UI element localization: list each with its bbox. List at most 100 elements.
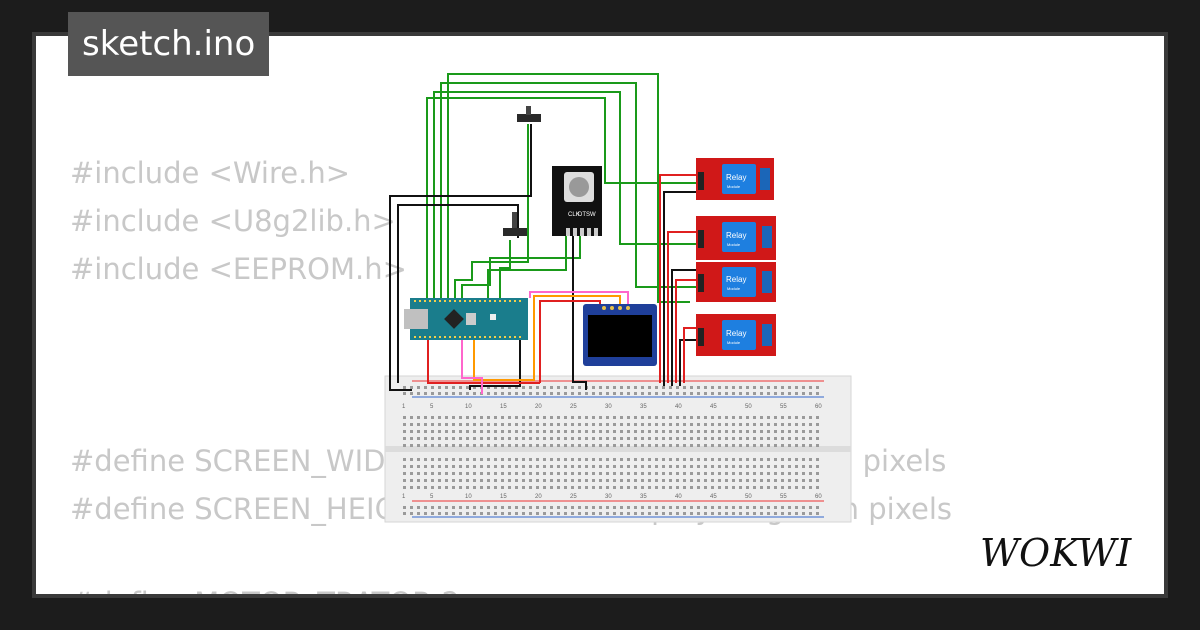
breadboard-hole [781,506,784,509]
breadboard-hole [473,506,476,509]
breadboard-hole [431,437,434,440]
breadboard-hole [662,465,665,468]
relay-module-1[interactable]: Relay Module [696,158,774,200]
breadboard-hole [697,430,700,433]
breadboard-hole [781,430,784,433]
breadboard-hole [711,437,714,440]
breadboard-hole [466,486,469,489]
breadboard-hole [592,386,595,389]
breadboard-hole [494,506,497,509]
arduino-nano[interactable] [404,298,528,340]
breadboard-hole [739,512,742,515]
breadboard-hole [816,458,819,461]
breadboard-hole [711,416,714,419]
breadboard-hole [753,479,756,482]
breadboard-hole [781,444,784,447]
breadboard-hole [711,430,714,433]
breadboard-hole [606,437,609,440]
breadboard-hole [809,423,812,426]
breadboard-hole [802,479,805,482]
slide-switch-body [517,114,541,122]
breadboard-hole [627,392,630,395]
relay-label: Relay [726,173,746,182]
encoder-knob-icon[interactable] [569,177,589,197]
breadboard-hole [564,444,567,447]
breadboard-hole [809,392,812,395]
breadboard-hole [669,472,672,475]
breadboard-hole [550,472,553,475]
breadboard-hole [760,472,763,475]
breadboard-hole [606,386,609,389]
bb-col-40: 40 [675,404,682,410]
breadboard-hole [704,458,707,461]
breadboard-hole [431,486,434,489]
rotary-encoder[interactable]: CLK DT SW [552,166,602,236]
breadboard-hole [697,386,700,389]
breadboard-hole [585,479,588,482]
breadboard-hole [459,458,462,461]
relay-module-2[interactable]: Relay Module [696,216,776,260]
breadboard-hole [515,506,518,509]
breadboard-hole [417,444,420,447]
breadboard-hole [760,512,763,515]
slide-switch[interactable] [517,106,541,122]
breadboard-hole [746,416,749,419]
wire-pink [529,291,629,306]
relay-terminal [760,168,770,190]
bb-col-40-b: 40 [675,494,682,500]
breadboard-hole [704,444,707,447]
breadboard-hole [487,430,490,433]
oled-display[interactable] [583,304,657,366]
breadboard-hole [732,506,735,509]
breadboard-hole [816,437,819,440]
breadboard-hole [599,392,602,395]
relay-terminal [762,226,772,248]
breadboard-hole [431,416,434,419]
breadboard-hole [536,465,539,468]
relay-module-4[interactable]: Relay Module [696,314,776,356]
breadboard-hole [550,486,553,489]
breadboard-hole [508,430,511,433]
slide-switch-2[interactable] [503,212,527,236]
breadboard-hole [452,416,455,419]
breadboard-hole [550,416,553,419]
breadboard-hole [690,423,693,426]
breadboard-hole [662,392,665,395]
breadboard-hole [613,465,616,468]
breadboard-hole [522,506,525,509]
breadboard-hole [578,465,581,468]
breadboard-hole [452,458,455,461]
breadboard-hole [760,479,763,482]
breadboard-hole [704,430,707,433]
breadboard-hole [718,506,721,509]
reset-button[interactable] [490,314,496,320]
breadboard-hole [508,437,511,440]
breadboard-hole [774,506,777,509]
breadboard-hole [585,458,588,461]
breadboard-hole [620,430,623,433]
breadboard-hole [424,392,427,395]
breadboard-hole [732,512,735,515]
breadboard-hole [459,444,462,447]
relay-terminal [762,324,772,346]
breadboard-hole [760,386,763,389]
slide-switch-knob [526,106,531,115]
breadboard-hole [522,512,525,515]
breadboard-hole [466,416,469,419]
breadboard-hole [543,386,546,389]
breadboard-hole [599,486,602,489]
relay-module-3[interactable]: Relay Module [696,262,776,302]
breadboard-hole [802,472,805,475]
breadboard-hole [417,512,420,515]
breadboard-hole [522,465,525,468]
breadboard-hole [522,479,525,482]
bb-col-45: 45 [710,404,717,410]
breadboard-hole [403,472,406,475]
breadboard-hole [795,437,798,440]
breadboard-hole [641,416,644,419]
breadboard-hole [634,416,637,419]
breadboard-hole [522,392,525,395]
breadboard-hole [627,512,630,515]
breadboard-hole [578,423,581,426]
breadboard-hole [690,416,693,419]
